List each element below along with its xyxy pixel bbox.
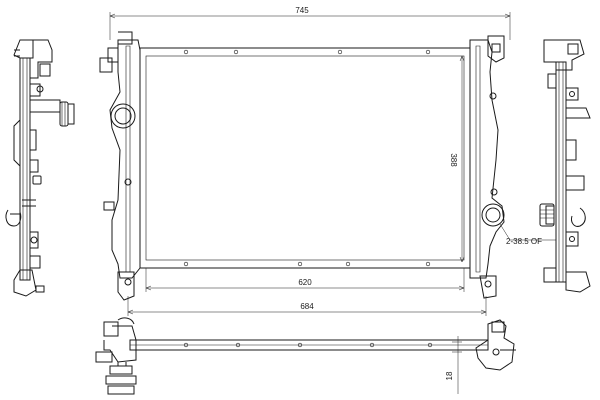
front-view [99,31,505,301]
dim-core-width: 620 [298,278,312,287]
dim-port-diameter: 2-38.5 OF [506,237,542,246]
dim-depth: 18 [445,371,454,380]
dim-overall-width: 745 [295,6,309,15]
dim-tank-width: 684 [300,302,314,311]
upper-port [110,103,136,129]
right-side-view [539,39,591,293]
dimension-lines [109,12,556,394]
left-side-view [5,39,75,297]
bottom-view [95,317,516,395]
dim-core-height: 388 [449,153,458,167]
lower-port [481,203,505,227]
radiator-core [139,47,471,269]
